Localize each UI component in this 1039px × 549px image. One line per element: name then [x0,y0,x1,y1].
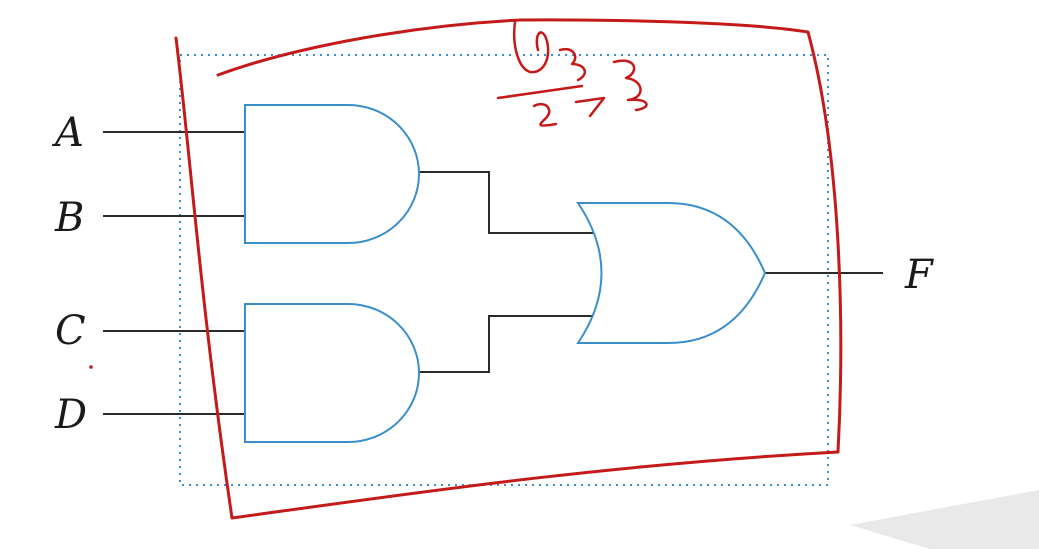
red-dot [89,365,93,369]
handwritten-fraction-bar [496,84,584,100]
input-label-d: D [54,392,87,438]
handwritten-digit-2 [532,102,558,127]
output-label-f: F [904,252,934,298]
input-label-a: A [51,110,84,156]
red-enclosure-loop [174,18,843,520]
and-gate-2 [244,303,420,443]
handwritten-digit-7 [574,96,606,118]
and-gate-1 [244,104,420,244]
background-streak [850,490,1039,549]
input-label-c: C [55,308,86,354]
handwritten-scribble-2 [558,47,587,82]
handwritten-digit-3 [612,59,648,112]
input-label-b: B [54,195,84,241]
handwritten-scribble-1 [513,20,550,74]
wire-and2-to-or [418,315,593,373]
wire-and1-to-or [418,171,596,234]
dotted-boundary-box [179,54,829,486]
or-gate [576,202,767,344]
